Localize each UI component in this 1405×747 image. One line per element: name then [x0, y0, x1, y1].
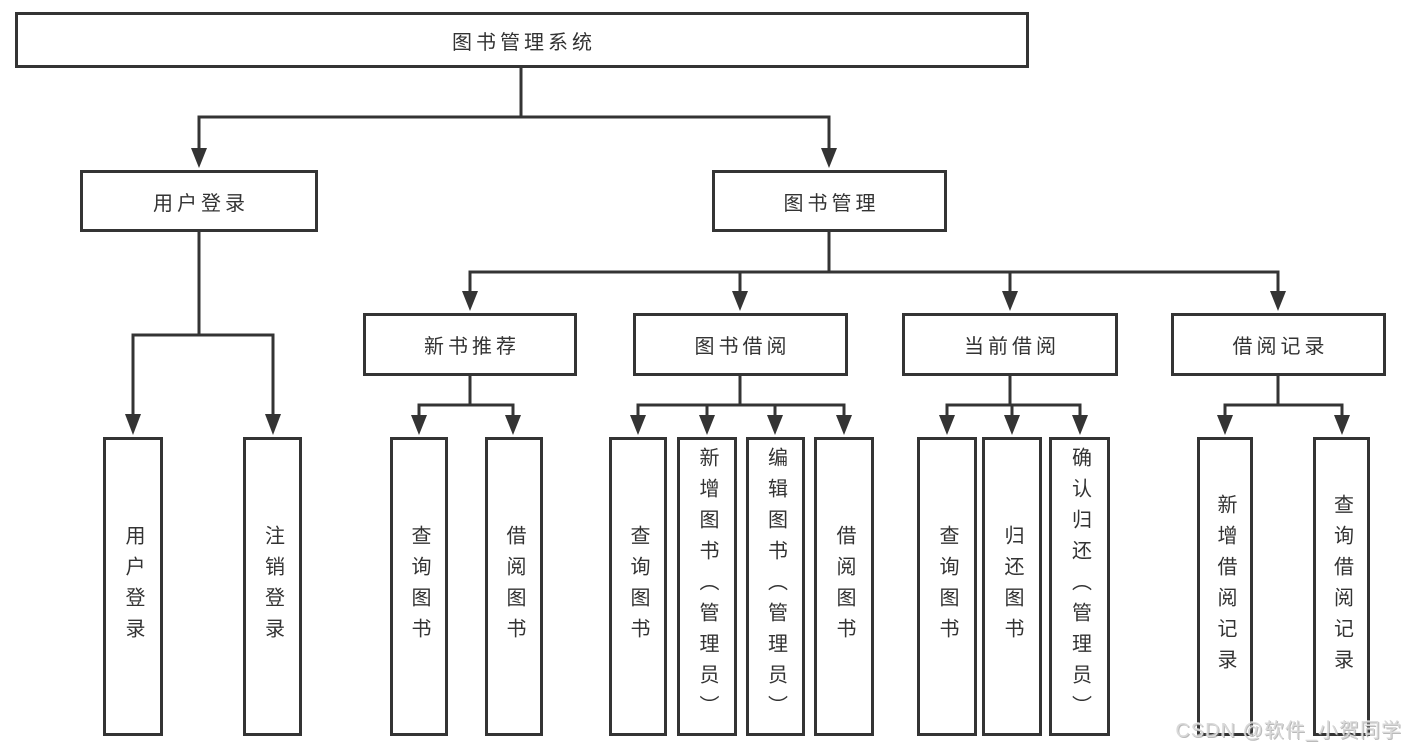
- node-new-book-recommend: 新书推荐: [363, 313, 577, 376]
- node-borrow-records: 借阅记录: [1171, 313, 1386, 376]
- node-book-management-label: 图书管理: [783, 192, 880, 215]
- leaf-logout-label: 注销登录: [261, 524, 284, 649]
- leaf-query-books-current-label: 查询图书: [936, 524, 958, 649]
- node-current-borrow-label: 当前借阅: [964, 336, 1060, 358]
- node-book-management: 图书管理: [712, 170, 947, 232]
- leaf-borrow-books-label: 借阅图书: [833, 524, 855, 649]
- leaf-add-books-admin-label: 新增图书（管理员）: [696, 447, 718, 726]
- node-user-login: 用户登录: [80, 170, 318, 232]
- leaf-borrow-books-recommend: 借阅图书: [485, 437, 543, 736]
- connector-root: [197, 66, 831, 152]
- leaf-query-books-recommend-label: 查询图书: [408, 524, 430, 649]
- leaf-return-books-label: 归还图书: [1001, 524, 1023, 649]
- node-book-borrow-label: 图书借阅: [694, 336, 791, 358]
- connector-borrow-records: [1223, 374, 1344, 419]
- node-current-borrow: 当前借阅: [902, 313, 1118, 376]
- node-root-system: 图书管理系统: [15, 12, 1029, 68]
- leaf-borrow-books-recommend-label: 借阅图书: [503, 524, 525, 649]
- leaf-return-books: 归还图书: [982, 437, 1042, 736]
- leaf-edit-books-admin: 编辑图书（管理员）: [746, 437, 805, 736]
- leaf-confirm-return-admin-label: 确认归还（管理员）: [1068, 447, 1091, 726]
- leaf-add-books-admin: 新增图书（管理员）: [677, 437, 737, 736]
- leaf-query-borrow-record: 查询借阅记录: [1313, 437, 1370, 736]
- leaf-logout: 注销登录: [243, 437, 302, 736]
- node-new-book-recommend-label: 新书推荐: [424, 336, 520, 358]
- leaf-add-borrow-record-label: 新增借阅记录: [1214, 493, 1236, 680]
- leaf-user-login-label: 用户登录: [122, 524, 144, 649]
- leaf-edit-books-admin-label: 编辑图书（管理员）: [764, 447, 787, 726]
- csdn-watermark: CSDN @软件_小贺同学: [1175, 720, 1402, 742]
- connector-user-login: [131, 230, 275, 420]
- connector-new-book: [417, 374, 515, 419]
- node-borrow-records-label: 借阅记录: [1232, 336, 1329, 358]
- leaf-query-books-borrow: 查询图书: [609, 437, 667, 736]
- leaf-query-books-borrow-label: 查询图书: [627, 524, 649, 649]
- connector-book-mgmt: [468, 230, 1280, 295]
- leaf-add-borrow-record: 新增借阅记录: [1197, 437, 1253, 736]
- leaf-query-books-current: 查询图书: [917, 437, 977, 736]
- connector-current-borrow: [945, 374, 1082, 419]
- leaf-user-login: 用户登录: [103, 437, 163, 736]
- connector-book-borrow: [636, 374, 846, 419]
- node-user-login-label: 用户登录: [153, 192, 249, 215]
- leaf-query-borrow-record-label: 查询借阅记录: [1330, 493, 1353, 680]
- node-root-label: 图书管理系统: [452, 31, 596, 54]
- leaf-confirm-return-admin: 确认归还（管理员）: [1049, 437, 1110, 736]
- node-book-borrow: 图书借阅: [633, 313, 848, 376]
- leaf-borrow-books: 借阅图书: [814, 437, 874, 736]
- leaf-query-books-recommend: 查询图书: [390, 437, 448, 736]
